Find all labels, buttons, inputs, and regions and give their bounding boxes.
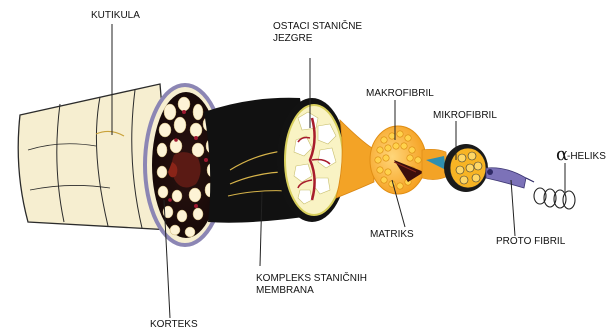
mikrofibril-label: MIKROFIBRIL [433, 110, 497, 122]
cell-nucleus-remnants [277, 98, 347, 222]
protofibril [486, 168, 534, 188]
matriks-label: MATRIKS [370, 229, 414, 241]
kompleks-stanicnih-membrana-label: KOMPLEKS STANIČNIH MEMBRANA [256, 273, 367, 297]
macrofibril-bundle [370, 126, 426, 194]
makrofibril-label: MAKROFIBRIL [366, 88, 434, 100]
korteks-label: KORTEKS [150, 319, 198, 331]
ostaci-stanicne-jezgre-label: OSTACI STANIČNE JEZGRE [273, 21, 362, 45]
proto-fibril-label: PROTO FIBRIL [496, 236, 565, 248]
kutikula-label: KUTIKULA [91, 10, 140, 22]
heliks-label: -HELIKS [567, 151, 606, 163]
alpha-helix-coil [534, 188, 575, 209]
matrix-cone [336, 120, 374, 198]
microfibril-bundle [444, 144, 488, 192]
connector-neck [422, 149, 448, 179]
